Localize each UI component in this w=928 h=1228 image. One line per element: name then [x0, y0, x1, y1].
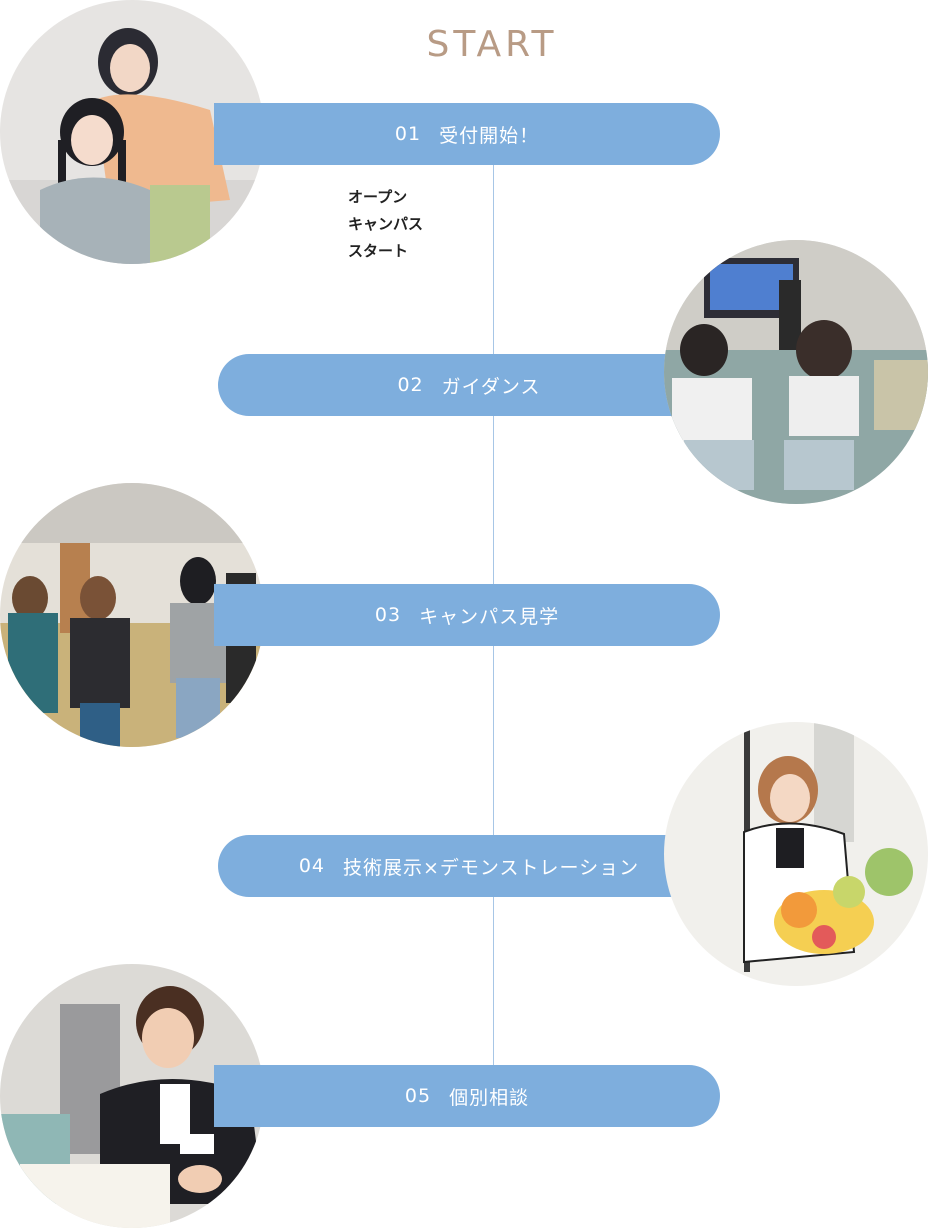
step-01-number: 01: [394, 123, 422, 145]
guidance-classroom-image: [664, 240, 928, 504]
photo-step-04: [664, 722, 928, 986]
start-title: START: [426, 24, 558, 65]
intro-note-line-2: キャンパス: [348, 215, 424, 233]
step-02-number: 02: [397, 374, 424, 396]
step-04-bar: 04 技術展示×デモンストレーション: [218, 835, 720, 897]
step-03-bar: 03 キャンパス見学: [214, 584, 720, 646]
step-04-label: 技術展示×デモンストレーション: [343, 856, 640, 879]
step-03-label: キャンパス見学: [419, 605, 560, 628]
step-05-number: 05: [404, 1085, 432, 1107]
intro-note-line-1: オープン: [348, 188, 408, 206]
intro-note: オープン キャンパス スタート: [348, 184, 423, 265]
photo-step-02: [664, 240, 928, 504]
step-01-bar: 01 受付開始！: [214, 103, 720, 165]
step-02-bar: 02 ガイダンス: [218, 354, 720, 416]
two-students-image: [0, 0, 264, 264]
step-02-label: ガイダンス: [441, 375, 541, 398]
food-art-demo-image: [664, 722, 928, 986]
step-03-number: 03: [374, 604, 402, 626]
step-05-bar: 05 個別相談: [214, 1065, 720, 1127]
intro-note-line-3: スタート: [348, 242, 409, 260]
photo-step-01: [0, 0, 264, 264]
step-04-number: 04: [298, 855, 325, 877]
step-01-label: 受付開始！: [439, 124, 540, 147]
step-05-label: 個別相談: [449, 1086, 530, 1109]
